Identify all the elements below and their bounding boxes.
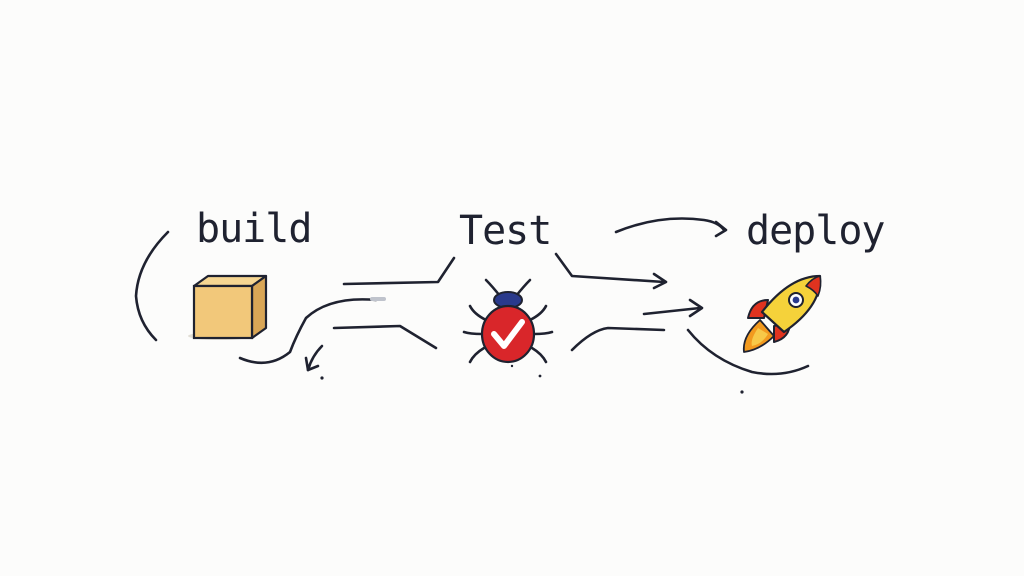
return-arrowhead: [304, 356, 320, 372]
ink-specks: [320, 364, 744, 394]
bug-check-icon: [462, 278, 554, 364]
stage-label-test: Test: [459, 208, 551, 254]
box-icon: [188, 274, 268, 340]
flow-connectors: [134, 217, 810, 376]
arrowhead-test-deploy-upper: [652, 272, 668, 290]
connector-test-lower: [570, 326, 666, 352]
arrow-test-deploy-upper: [554, 252, 666, 284]
stage-label-build: build: [196, 206, 311, 252]
arrow-test-deploy-mid: [642, 306, 702, 316]
arrowhead-swoosh-top: [714, 220, 728, 238]
return-curve: [238, 298, 378, 365]
loop-curve-left: [134, 230, 170, 342]
swoosh-bottom: [686, 328, 810, 376]
stage-label-deploy: deploy: [746, 208, 885, 254]
smudge-mark: [370, 297, 386, 301]
rocket-icon: [742, 274, 822, 353]
connector-build-test-upper: [342, 256, 456, 286]
arrowhead-test-deploy-mid: [688, 298, 704, 318]
swoosh-top: [614, 217, 726, 234]
connector-build-test-lower: [332, 324, 438, 350]
